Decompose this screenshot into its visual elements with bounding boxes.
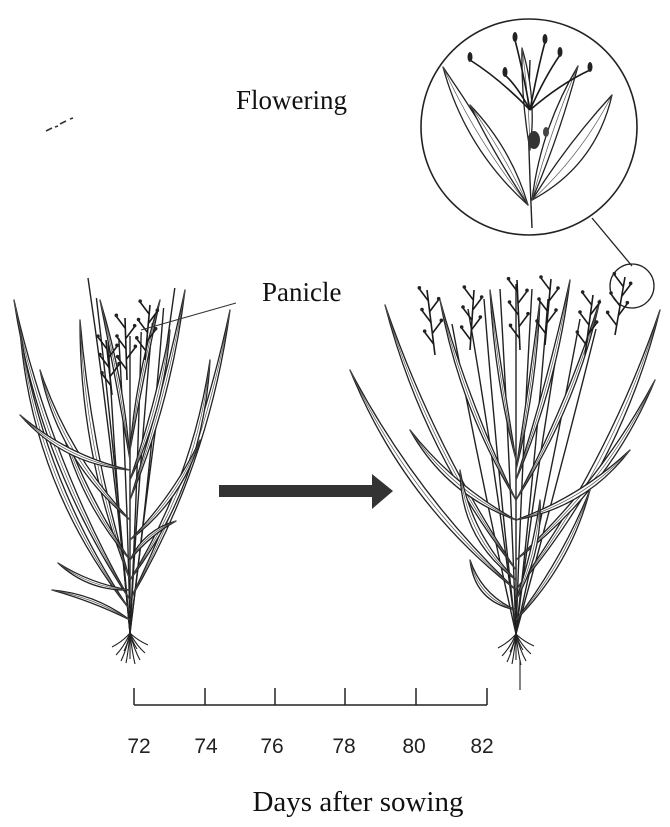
magnify-target-circle — [610, 264, 654, 308]
leaf-blade — [516, 310, 660, 590]
stem — [516, 319, 580, 634]
tick-label-74: 74 — [194, 735, 218, 758]
spikelet — [138, 299, 142, 303]
progress-arrow — [219, 474, 393, 509]
spikelet — [154, 327, 158, 331]
panicle-branch — [519, 315, 528, 327]
spikelet — [137, 318, 141, 322]
spikelet — [116, 355, 120, 359]
rice-plant-before-flowering — [14, 278, 230, 664]
spikelet — [134, 345, 138, 349]
spikelet — [440, 319, 444, 323]
spikelet — [508, 300, 512, 304]
rice-plant-flowering — [350, 272, 660, 690]
spikelet — [606, 311, 610, 315]
spikelet — [595, 320, 599, 324]
panicle-branch — [432, 321, 441, 333]
spikelet — [626, 301, 630, 305]
spikelet — [509, 324, 513, 328]
spikelet — [156, 309, 160, 313]
floret-spikelet — [558, 47, 563, 57]
spikelet — [100, 371, 104, 375]
tick-label-76: 76 — [260, 735, 283, 758]
spikelet — [576, 330, 580, 334]
panicle-branch — [510, 303, 519, 315]
tick-label-72: 72 — [127, 735, 150, 758]
tick-label-82: 82 — [470, 735, 493, 758]
panicle-branch — [430, 300, 439, 312]
panicle-branch — [117, 337, 126, 349]
panicle-branch — [614, 275, 623, 287]
days-axis: 72 74 76 78 80 82 — [127, 688, 493, 758]
panicle-branch — [464, 288, 473, 300]
spikelet — [437, 297, 441, 301]
magnify-connector-line — [592, 218, 632, 266]
panicle-branch — [608, 313, 617, 325]
spikelet — [98, 353, 102, 357]
spikelet — [629, 282, 633, 286]
floret-spikelet — [503, 67, 508, 77]
spikelet — [460, 325, 464, 329]
panicle-branch — [511, 326, 520, 338]
spikelet — [117, 362, 121, 366]
floret-spikelet — [513, 32, 518, 42]
spikelet — [420, 308, 424, 312]
panicle-branch — [116, 316, 125, 328]
scan-specks — [46, 118, 73, 131]
spikelet — [115, 334, 119, 338]
leaf-midrib — [58, 563, 130, 590]
spikelet — [461, 305, 465, 309]
spikelet — [480, 295, 484, 299]
spikelet — [423, 329, 427, 333]
spikelet — [96, 334, 100, 338]
panicle-branch — [140, 302, 149, 314]
spikelet — [535, 319, 539, 323]
panicle-branch — [583, 293, 592, 305]
floret-anther — [528, 131, 540, 149]
leaf-midrib — [516, 310, 660, 590]
flowering-magnified-view — [421, 19, 637, 235]
panicle-label: Panicle — [262, 277, 341, 307]
floret-anther — [543, 127, 549, 137]
spikelet — [578, 310, 582, 314]
panicle-branch — [580, 313, 589, 325]
spikelet — [133, 324, 137, 328]
floret-spikelet — [588, 62, 593, 72]
spikelet — [556, 286, 560, 290]
leaf-blade — [410, 430, 516, 520]
panicle-branch — [518, 291, 527, 303]
tick-label-78: 78 — [332, 735, 355, 758]
spikelet — [135, 336, 139, 340]
flowering-label: Flowering — [236, 85, 347, 115]
spikelet — [115, 344, 119, 348]
spikelet — [115, 314, 119, 318]
leaf-blade — [490, 290, 516, 460]
panicle-branch — [541, 278, 550, 290]
floret-spikelet — [543, 34, 548, 44]
leaf-blade — [58, 563, 130, 590]
spikelet — [554, 308, 558, 312]
spikelet — [418, 286, 422, 290]
spikelet — [507, 277, 511, 281]
spikelet — [539, 275, 543, 279]
spikelet — [479, 315, 483, 319]
panicle-branch — [126, 347, 135, 359]
spikelet — [598, 300, 602, 304]
spikelet — [463, 285, 467, 289]
spikelet — [525, 289, 529, 293]
panicle-branch — [462, 328, 471, 340]
spikelet — [537, 297, 541, 301]
tick-label-80: 80 — [402, 735, 425, 758]
floret-spikelet — [468, 52, 473, 62]
spikelet — [581, 290, 585, 294]
panicle-branch — [577, 333, 586, 345]
x-axis-title: Days after sowing — [252, 786, 463, 818]
spikelet — [526, 312, 530, 316]
leaf-midrib — [410, 430, 516, 520]
panicle-branch — [139, 321, 148, 333]
